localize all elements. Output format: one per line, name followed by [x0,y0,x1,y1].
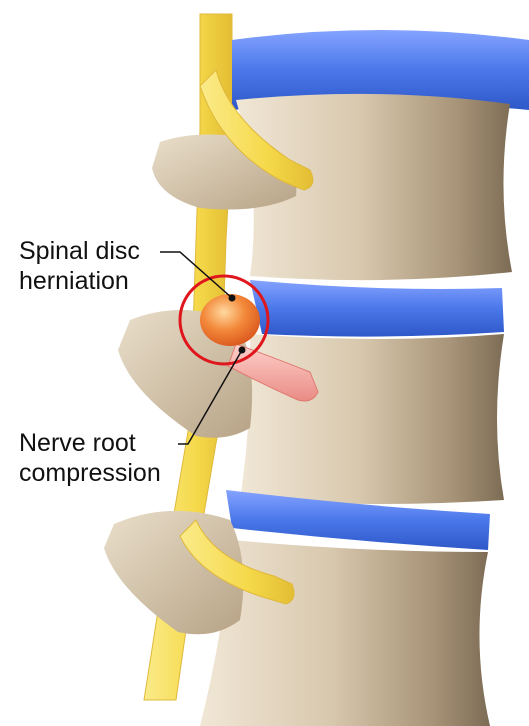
herniation-pointer-dot [229,295,236,302]
herniation-label-line1: Spinal disc [19,236,140,266]
vertebra-middle [240,334,504,504]
herniation-label: Spinal disc herniation [19,236,140,296]
compression-pointer-dot [239,347,246,354]
herniation-label-line2: herniation [19,266,140,296]
herniation-bulge [200,294,260,346]
disc-middle [250,280,504,337]
compression-label-line1: Nerve root [19,428,161,458]
compression-label-line2: compression [19,458,161,488]
compression-label: Nerve root compression [19,428,161,488]
